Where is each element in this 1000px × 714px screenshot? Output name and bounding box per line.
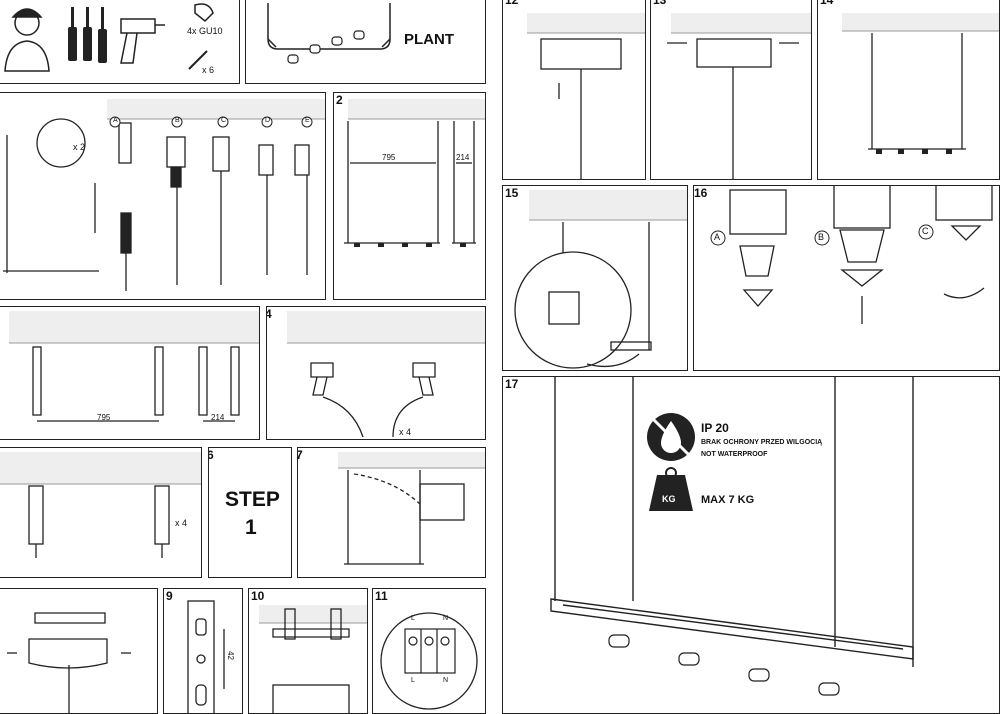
step-15-panel: 15	[502, 185, 688, 371]
step-9-dim-label: 42	[225, 651, 235, 660]
step-number: 7	[298, 448, 303, 462]
step-number: 11	[375, 589, 388, 603]
step-14-illustration	[842, 13, 999, 154]
step-8-illustration	[7, 612, 131, 713]
step-14-panel: 14	[817, 0, 1000, 180]
screwdriver-icons	[68, 7, 107, 63]
step-16-illustration	[710, 186, 993, 324]
terminal-l-bottom: L	[411, 677, 415, 684]
ip-note-pl: BRAK OCHRONY PRZED WILGOCIĄ	[701, 439, 823, 446]
plant-panel: PLANT	[245, 0, 486, 84]
terminal-n-top: N	[443, 615, 449, 622]
step-11-illustration	[380, 612, 478, 710]
step-number: 14	[820, 0, 834, 7]
step-7-illustration	[338, 452, 485, 565]
terminal-n-bottom: N	[443, 677, 449, 684]
step-number: 10	[251, 589, 265, 603]
step-9-illustration	[187, 600, 225, 713]
weight-icon	[649, 467, 693, 511]
step-4-panel: 4 x 4	[266, 306, 486, 440]
bulb-icon	[194, 3, 214, 23]
weight-icon-label: KG	[662, 494, 676, 504]
step-number: 13	[653, 0, 667, 7]
step-17-panel: 17 IP 20 BRAK OCHRONY PRZED WILGOCIĄ NOT…	[502, 376, 1000, 714]
step-number: 9	[166, 589, 173, 603]
step-8-panel	[0, 588, 158, 714]
option-a-label: A	[113, 117, 118, 124]
step-5-count-label: x 4	[175, 518, 188, 528]
step-11-panel: 11 L N L N	[372, 588, 486, 714]
step-5-panel: x 4	[0, 447, 202, 578]
step-6-panel: 6 STEP 1	[208, 447, 292, 578]
step-17-illustration	[550, 377, 914, 696]
step-6-title-line2: 1	[245, 516, 257, 539]
step-3-illustration	[9, 311, 259, 422]
screw-count-label: x 6	[202, 65, 215, 75]
step-15-illustration	[514, 190, 687, 369]
step-3-dim-short: 214	[211, 413, 225, 422]
tools-panel: 4x GU10 x 6	[0, 0, 240, 84]
step-2-dim-long: 795	[382, 153, 396, 162]
plant-label: PLANT	[404, 31, 454, 48]
step-7-panel: 7	[297, 447, 486, 578]
step-number: 4	[267, 307, 272, 321]
bulb-count-label: 4x GU10	[187, 26, 223, 36]
step-number: 17	[505, 377, 519, 391]
ip-rating: IP 20	[701, 421, 729, 435]
step-2-panel: 2 795 214	[333, 92, 486, 300]
step-4-count-label: x 4	[399, 427, 412, 437]
step-12-panel: 12	[502, 0, 646, 180]
option-b-label: B	[818, 232, 825, 242]
step-number: 16	[694, 186, 708, 200]
option-e-label: E	[305, 117, 310, 124]
step-13-panel: 13	[650, 0, 812, 180]
step-12-illustration	[527, 13, 645, 179]
step-1-count-label: x 2	[73, 142, 86, 152]
step-9-panel: 9 42	[163, 588, 243, 714]
tools-illustration	[4, 3, 214, 72]
step-4-illustration	[287, 311, 485, 438]
step-3-panel: 795 214	[0, 306, 260, 440]
drill-icon	[120, 18, 165, 64]
option-a-label: A	[714, 232, 721, 242]
terminal-l-top: L	[411, 615, 415, 622]
step-2-dim-short: 214	[456, 153, 470, 162]
step-1-illustration	[3, 99, 325, 291]
step-6-title-line1: STEP	[225, 488, 280, 511]
step-number: 2	[336, 93, 343, 107]
option-b-label: B	[175, 117, 180, 124]
step-1-panel: x 2 A B C D E	[0, 92, 326, 300]
step-5-illustration	[0, 452, 201, 558]
screw-icon	[188, 50, 208, 70]
step-10-panel: 10	[248, 588, 368, 714]
step-10-illustration	[259, 605, 367, 713]
step-number: 15	[505, 186, 519, 200]
installer-icon	[4, 8, 50, 72]
step-number: 6	[209, 448, 214, 462]
step-16-panel: 16 A B C	[693, 185, 1000, 371]
step-3-dim-long: 795	[97, 413, 111, 422]
step-2-illustration	[344, 99, 485, 247]
option-d-label: D	[265, 117, 271, 124]
option-c-label: C	[922, 226, 929, 236]
plant-illustration	[267, 3, 391, 64]
option-c-label: C	[221, 117, 227, 124]
max-weight-label: MAX 7 KG	[701, 494, 755, 506]
step-number: 12	[505, 0, 519, 7]
step-13-illustration	[667, 13, 811, 179]
ip-note-en: NOT WATERPROOF	[701, 451, 768, 458]
no-water-icon	[647, 413, 695, 461]
